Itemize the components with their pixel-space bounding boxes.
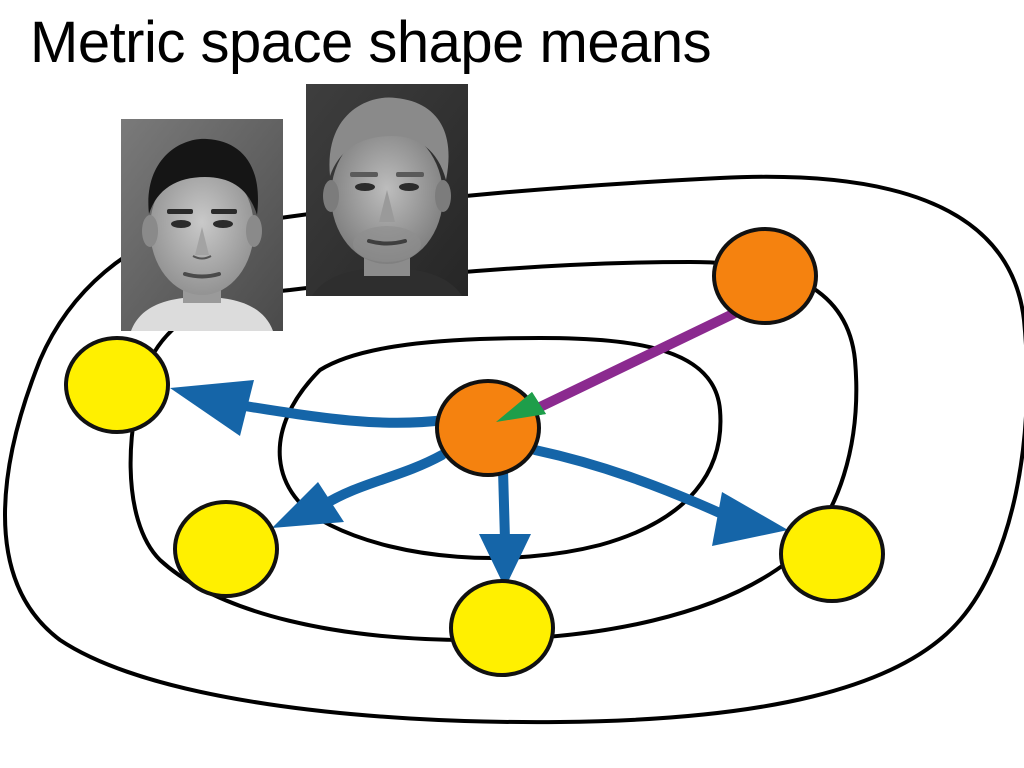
portrait-icon bbox=[121, 119, 283, 331]
face-photo-blond-man bbox=[306, 84, 468, 296]
portrait-icon bbox=[306, 84, 468, 296]
outer-contour bbox=[3, 174, 1024, 725]
face-photo-asian-man bbox=[121, 119, 283, 331]
lower-left-sample-node bbox=[173, 500, 279, 598]
slide-title: Metric space shape means bbox=[30, 10, 712, 75]
arrow-to-right-sample bbox=[530, 445, 788, 546]
arrow-to-bottom-sample bbox=[479, 465, 531, 588]
arrow-to-left-sample bbox=[170, 380, 450, 436]
arrow-to-lower-left-sample bbox=[272, 450, 447, 528]
left-sample-node bbox=[64, 336, 170, 434]
center-mean-node bbox=[435, 379, 541, 477]
top-right-mean-node bbox=[712, 227, 818, 325]
right-sample-node bbox=[779, 505, 885, 603]
bottom-sample-node bbox=[449, 579, 555, 677]
